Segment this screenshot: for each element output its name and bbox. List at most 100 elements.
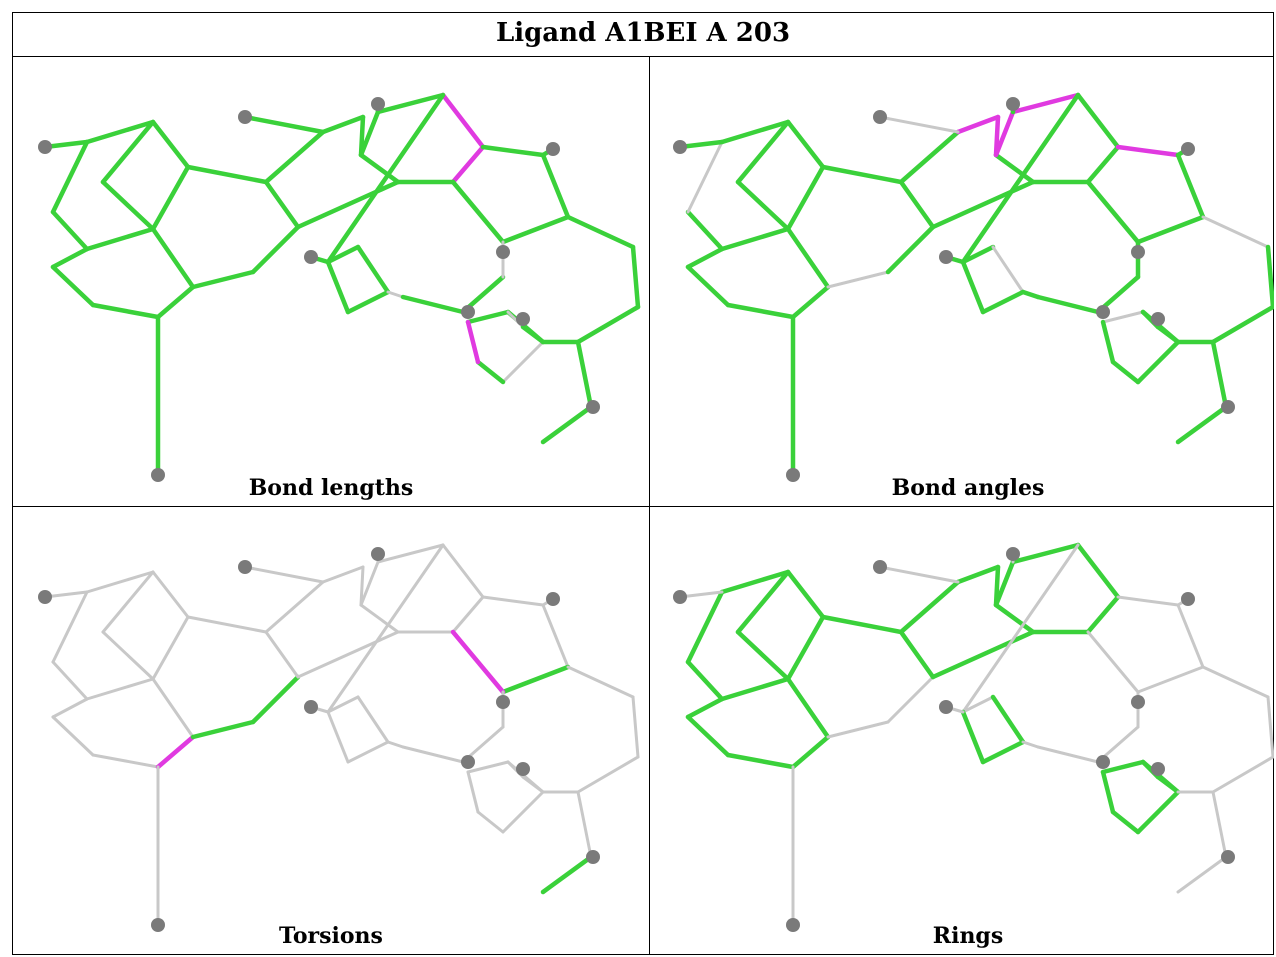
bond-ok [575,339,594,410]
atom-sphere [461,305,475,319]
bond-ok [100,179,156,232]
bond-ok [785,164,826,232]
bond-neutral [1101,310,1145,324]
bond-ok [325,259,351,315]
bond-ok [993,602,1036,635]
bond-ok [150,119,191,170]
bond-neutral [326,543,445,714]
atom-sphere [1181,592,1195,606]
atom-sphere [873,560,887,574]
bond-ok [685,714,731,758]
bond-ok [685,264,731,308]
bond-ok [1100,759,1146,775]
bond-neutral [466,770,480,814]
bond-outlier [450,629,506,695]
bond-ok [250,674,301,725]
bond-neutral [678,590,724,599]
bond-neutral [51,697,89,719]
bond-neutral [101,630,155,681]
atom-sphere [939,250,953,264]
bond-outlier [155,734,196,770]
bond-ok [1100,319,1116,365]
bond-ok [520,324,546,345]
bond-ok [1100,769,1116,815]
bond-ok [1210,304,1274,345]
bond-ok [500,214,571,245]
bond-neutral [481,595,545,607]
bond-neutral [91,753,160,769]
bond-neutral [991,245,1025,294]
bond-neutral [401,745,465,764]
bond-neutral [1176,855,1228,894]
bond-neutral [1021,740,1040,749]
bond-neutral [686,140,724,214]
bond-ok [960,244,996,265]
bond-ok [785,676,831,740]
bond-ok [898,129,961,185]
bond-ok [785,226,831,290]
bond-ok [1075,542,1121,600]
bond-ok [250,224,301,275]
bond-ok [1175,152,1206,220]
bond-neutral [878,115,960,134]
panel-bond-angles: Bond angles [650,57,1276,505]
bond-ok [898,179,936,230]
bond-ok [375,92,446,115]
bond-ok [480,144,546,158]
bond-ok [84,226,156,252]
bond-ok [685,209,725,252]
atom-sphere [304,700,318,714]
bond-ok [1135,214,1206,245]
bond-neutral [296,630,400,679]
bond-ok [475,359,506,385]
bond-neutral [476,810,505,834]
atom-sphere [371,97,385,111]
bond-ok [50,209,90,252]
bond-neutral [243,565,325,584]
bond-ok [1110,809,1141,835]
molecule-bond-angles [673,92,1274,482]
bond-ok [190,269,256,290]
bond-neutral [576,790,593,859]
bond-neutral [85,677,155,701]
molecule-structure [673,542,1274,932]
bond-neutral [359,603,400,634]
bond-ok [735,569,791,635]
bond-neutral [151,677,195,739]
molecule-rings [673,542,1274,932]
atom-sphere [151,918,165,932]
bond-ok [735,179,791,232]
bond-ok [295,179,401,230]
bond-ok [725,302,796,320]
bond-neutral [346,740,390,764]
bond-ok [450,179,506,245]
bond-outlier [440,92,486,150]
bond-ok [719,569,791,595]
bond-neutral [1211,755,1274,794]
bond-neutral [466,760,510,774]
bond-ok [735,629,791,682]
atom-sphere [461,755,475,769]
bond-neutral [51,660,89,701]
bond-ok [358,109,381,158]
bond-ok [1085,179,1141,245]
bond-ok [565,214,636,250]
bond-ok [345,289,391,315]
bond-ok [719,226,791,252]
bond-neutral [521,775,545,794]
bond-neutral [51,590,89,664]
atom-sphere [1221,400,1235,414]
bond-ok [325,92,446,265]
bond-ok [960,259,986,315]
atom-sphere [939,700,953,714]
bond-neutral [101,570,155,634]
bond-ok [980,289,1026,315]
bond-neutral [566,665,635,699]
atom-sphere [1181,142,1195,156]
bond-neutral [1036,745,1100,764]
table-title: Ligand A1BEI A 203 [13,13,1273,57]
bond-outlier [1010,92,1081,115]
bond-ok [898,629,936,680]
atom-sphere [673,140,687,154]
bond-ok [930,629,1036,680]
